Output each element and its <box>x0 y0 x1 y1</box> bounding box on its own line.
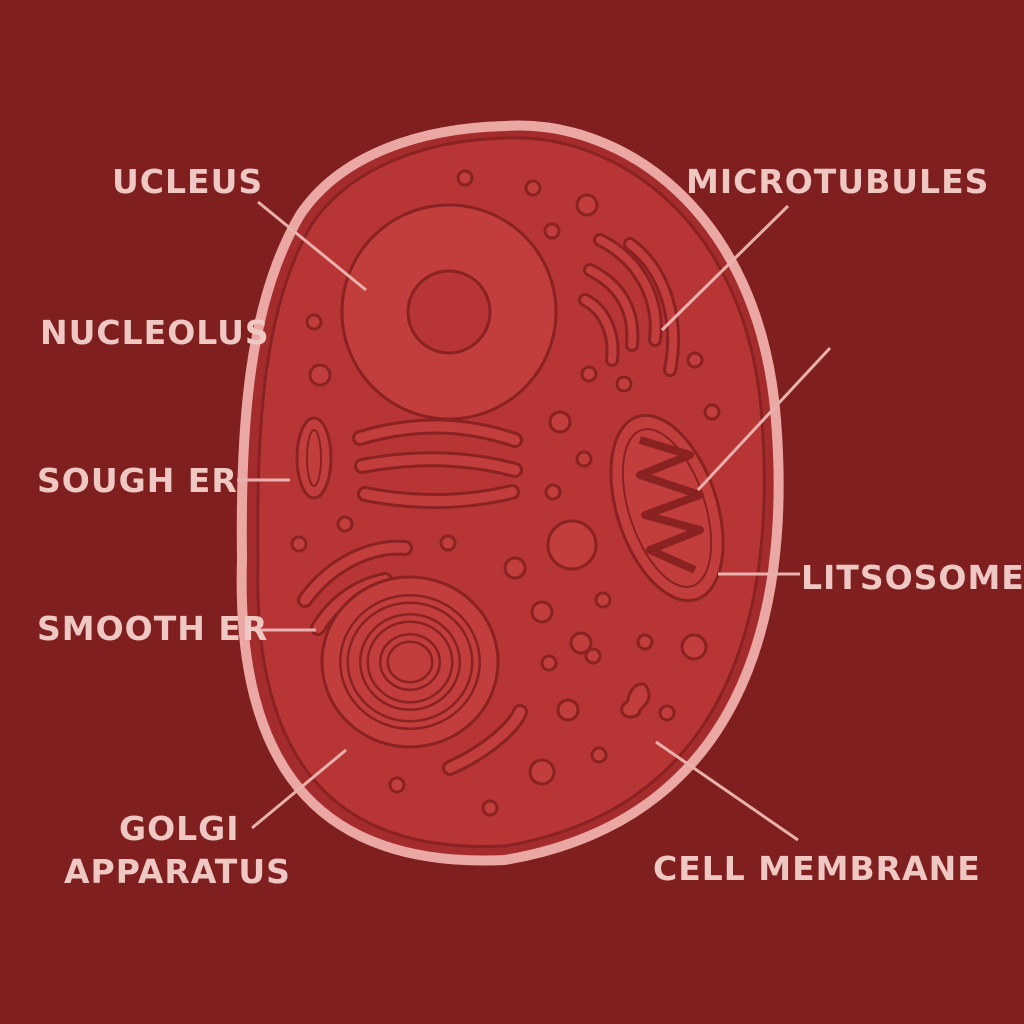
label-smooth-er: SMOOTH ER <box>37 609 268 648</box>
rough-er-vesicle <box>295 416 333 500</box>
mitochondrion-cristae <box>636 436 704 574</box>
label-nucleolus: NUCLEOLUS <box>40 313 270 352</box>
lysosome-shape <box>620 682 651 719</box>
leader-lines <box>237 200 832 842</box>
label-cell-membrane: CELL MEMBRANE <box>653 849 981 888</box>
leader-ucleus <box>257 200 367 292</box>
leader-microtubules <box>660 204 790 332</box>
golgi-structure <box>320 575 528 776</box>
label-golgi-line2: APPARATUS <box>64 852 291 891</box>
nucleolus <box>406 269 492 355</box>
label-litsosome: LITSOSOME <box>801 558 1024 597</box>
vesicles <box>290 169 721 817</box>
label-microtubules: MICROTUBULES <box>686 162 989 201</box>
leader-cell-membrane <box>655 740 799 842</box>
er-stack <box>352 418 523 509</box>
leader-golgi <box>251 748 347 830</box>
label-sough-er: SOUGH ER <box>37 461 238 500</box>
label-golgi-line1: GOLGI <box>119 809 240 848</box>
leader-litsosome-upper <box>696 346 832 492</box>
label-ucleus: UCLEUS <box>112 162 263 201</box>
vacuole <box>546 519 598 571</box>
